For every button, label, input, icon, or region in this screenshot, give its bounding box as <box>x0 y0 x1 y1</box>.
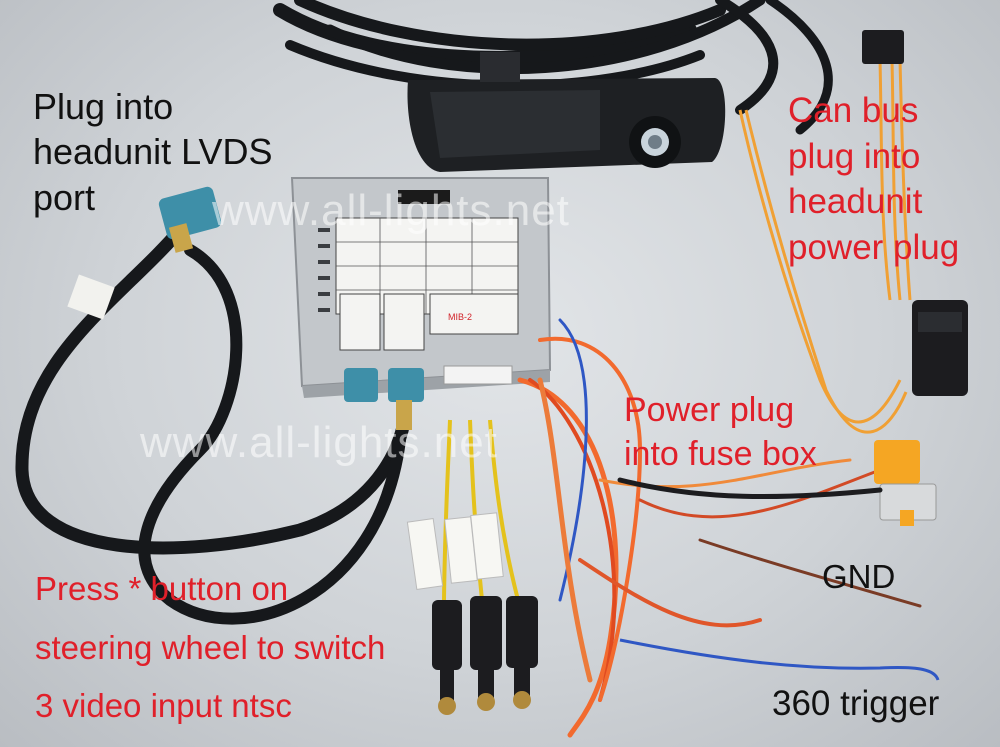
lvds-connector-icon <box>158 186 222 253</box>
rca-tags <box>406 512 504 591</box>
coiled-cable <box>273 0 833 135</box>
module-mib-label: MIB-2 <box>448 312 472 322</box>
caption-canbus: Can bus plug into headunit power plug <box>788 91 960 267</box>
caption-power: Power plug into fuse box <box>624 391 817 474</box>
cable-tag <box>67 274 115 320</box>
fuse-icon <box>874 440 937 526</box>
canbus-connector-icon <box>862 30 968 396</box>
canbus-wires <box>738 59 912 434</box>
rear-camera <box>407 52 726 172</box>
rca-plug-icon <box>432 596 538 715</box>
caption-lvds: Plug into headunit LVDS port <box>33 86 273 218</box>
interface-module: MIB-2 <box>290 177 552 398</box>
wire-harness <box>517 318 882 738</box>
caption-gnd: GND <box>822 558 896 595</box>
caption-trigger: 360 trigger <box>772 684 940 723</box>
watermark: www.all-lights.net <box>212 186 570 235</box>
trigger-wire <box>619 638 940 681</box>
lvds-cable <box>15 223 412 625</box>
caption-press-button: Press * button on steering wheel to swit… <box>35 570 386 725</box>
watermark: www.all-lights.net <box>140 418 498 467</box>
gnd-wire <box>617 477 922 608</box>
module-connector-icon <box>344 368 424 430</box>
